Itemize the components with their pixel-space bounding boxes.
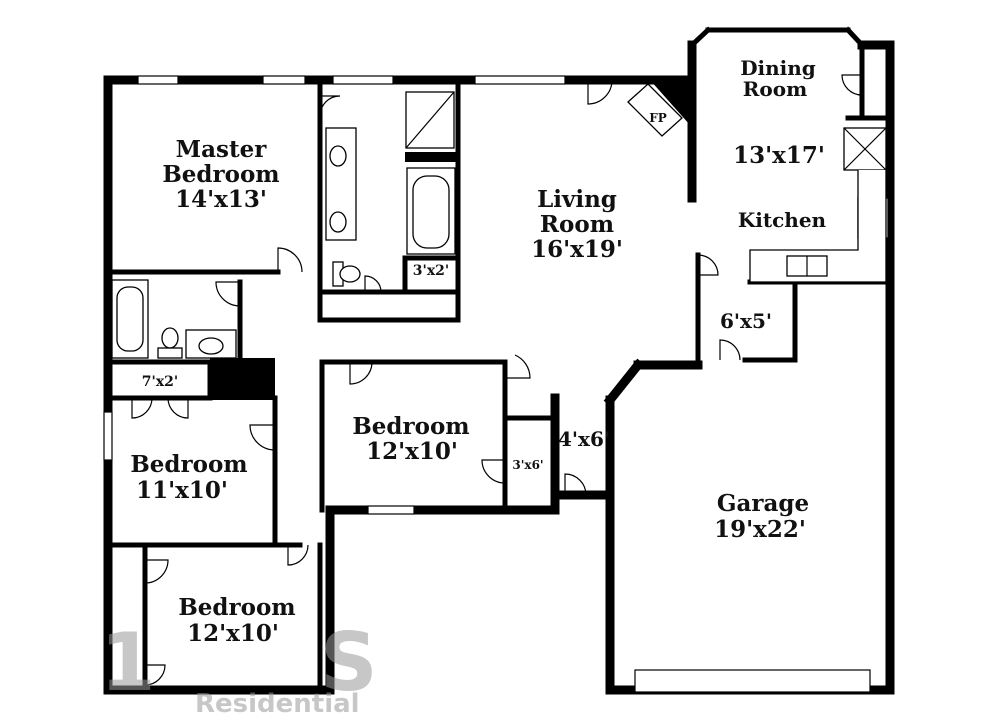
bedroom-center-name: Bedroom	[352, 413, 469, 440]
watermark-text: Residential	[195, 689, 360, 719]
doors	[131, 74, 863, 686]
bedroom-bottom-label: Bedroom 12'x10'	[178, 594, 295, 647]
bedroom-bottom-size: 12'x10'	[187, 620, 279, 647]
dining-room-label: Dining Room 13'x17'	[733, 56, 825, 169]
bedroom-left-name: Bedroom	[130, 451, 247, 478]
dining-room-line1: Dining	[740, 56, 816, 80]
master-bedroom-line1: Master	[176, 136, 268, 163]
living-room-line2: Room	[540, 211, 614, 238]
fixtures	[111, 91, 889, 359]
master-bedroom-label: Master Bedroom 14'x13'	[162, 136, 279, 213]
fireplace-label: FP	[649, 111, 667, 125]
dining-room-line2: Room	[743, 77, 807, 101]
kitchen-label: Kitchen	[738, 208, 827, 232]
hall-4x6-label: 4'x6'	[558, 427, 610, 451]
interior-walls	[105, 42, 893, 693]
bedroom-left-size: 11'x10'	[136, 477, 228, 504]
closet-7x2-label: 7'x2'	[142, 374, 178, 390]
bedroom-bottom-name: Bedroom	[178, 594, 295, 621]
watermark-logo-s: S	[320, 616, 378, 709]
living-room-label: Living Room 16'x19'	[531, 186, 623, 263]
closet-3x6-label: 3'x6'	[512, 458, 543, 472]
windows	[103, 75, 871, 693]
master-bedroom-size: 14'x13'	[175, 186, 267, 213]
laundry-6x5-label: 6'x5'	[720, 309, 772, 333]
master-bedroom-line2: Bedroom	[162, 161, 279, 188]
watermark: 1 S Residential	[100, 616, 378, 719]
living-room-size: 16'x19'	[531, 236, 623, 263]
garage-label: Garage 19'x22'	[714, 490, 809, 543]
watermark-logo-text: 1	[100, 616, 156, 709]
closet-3x2-label: 3'x2'	[413, 263, 449, 279]
dining-room-size: 13'x17'	[733, 142, 825, 169]
garage-name: Garage	[717, 490, 809, 517]
room-labels: Master Bedroom 14'x13' Living Room 16'x1…	[130, 56, 826, 647]
bedroom-left-label: Bedroom 11'x10'	[130, 451, 247, 504]
bedroom-center-label: Bedroom 12'x10'	[352, 413, 469, 465]
bedroom-center-size: 12'x10'	[366, 438, 458, 465]
living-room-line1: Living	[537, 186, 617, 213]
garage-size: 19'x22'	[714, 516, 806, 543]
